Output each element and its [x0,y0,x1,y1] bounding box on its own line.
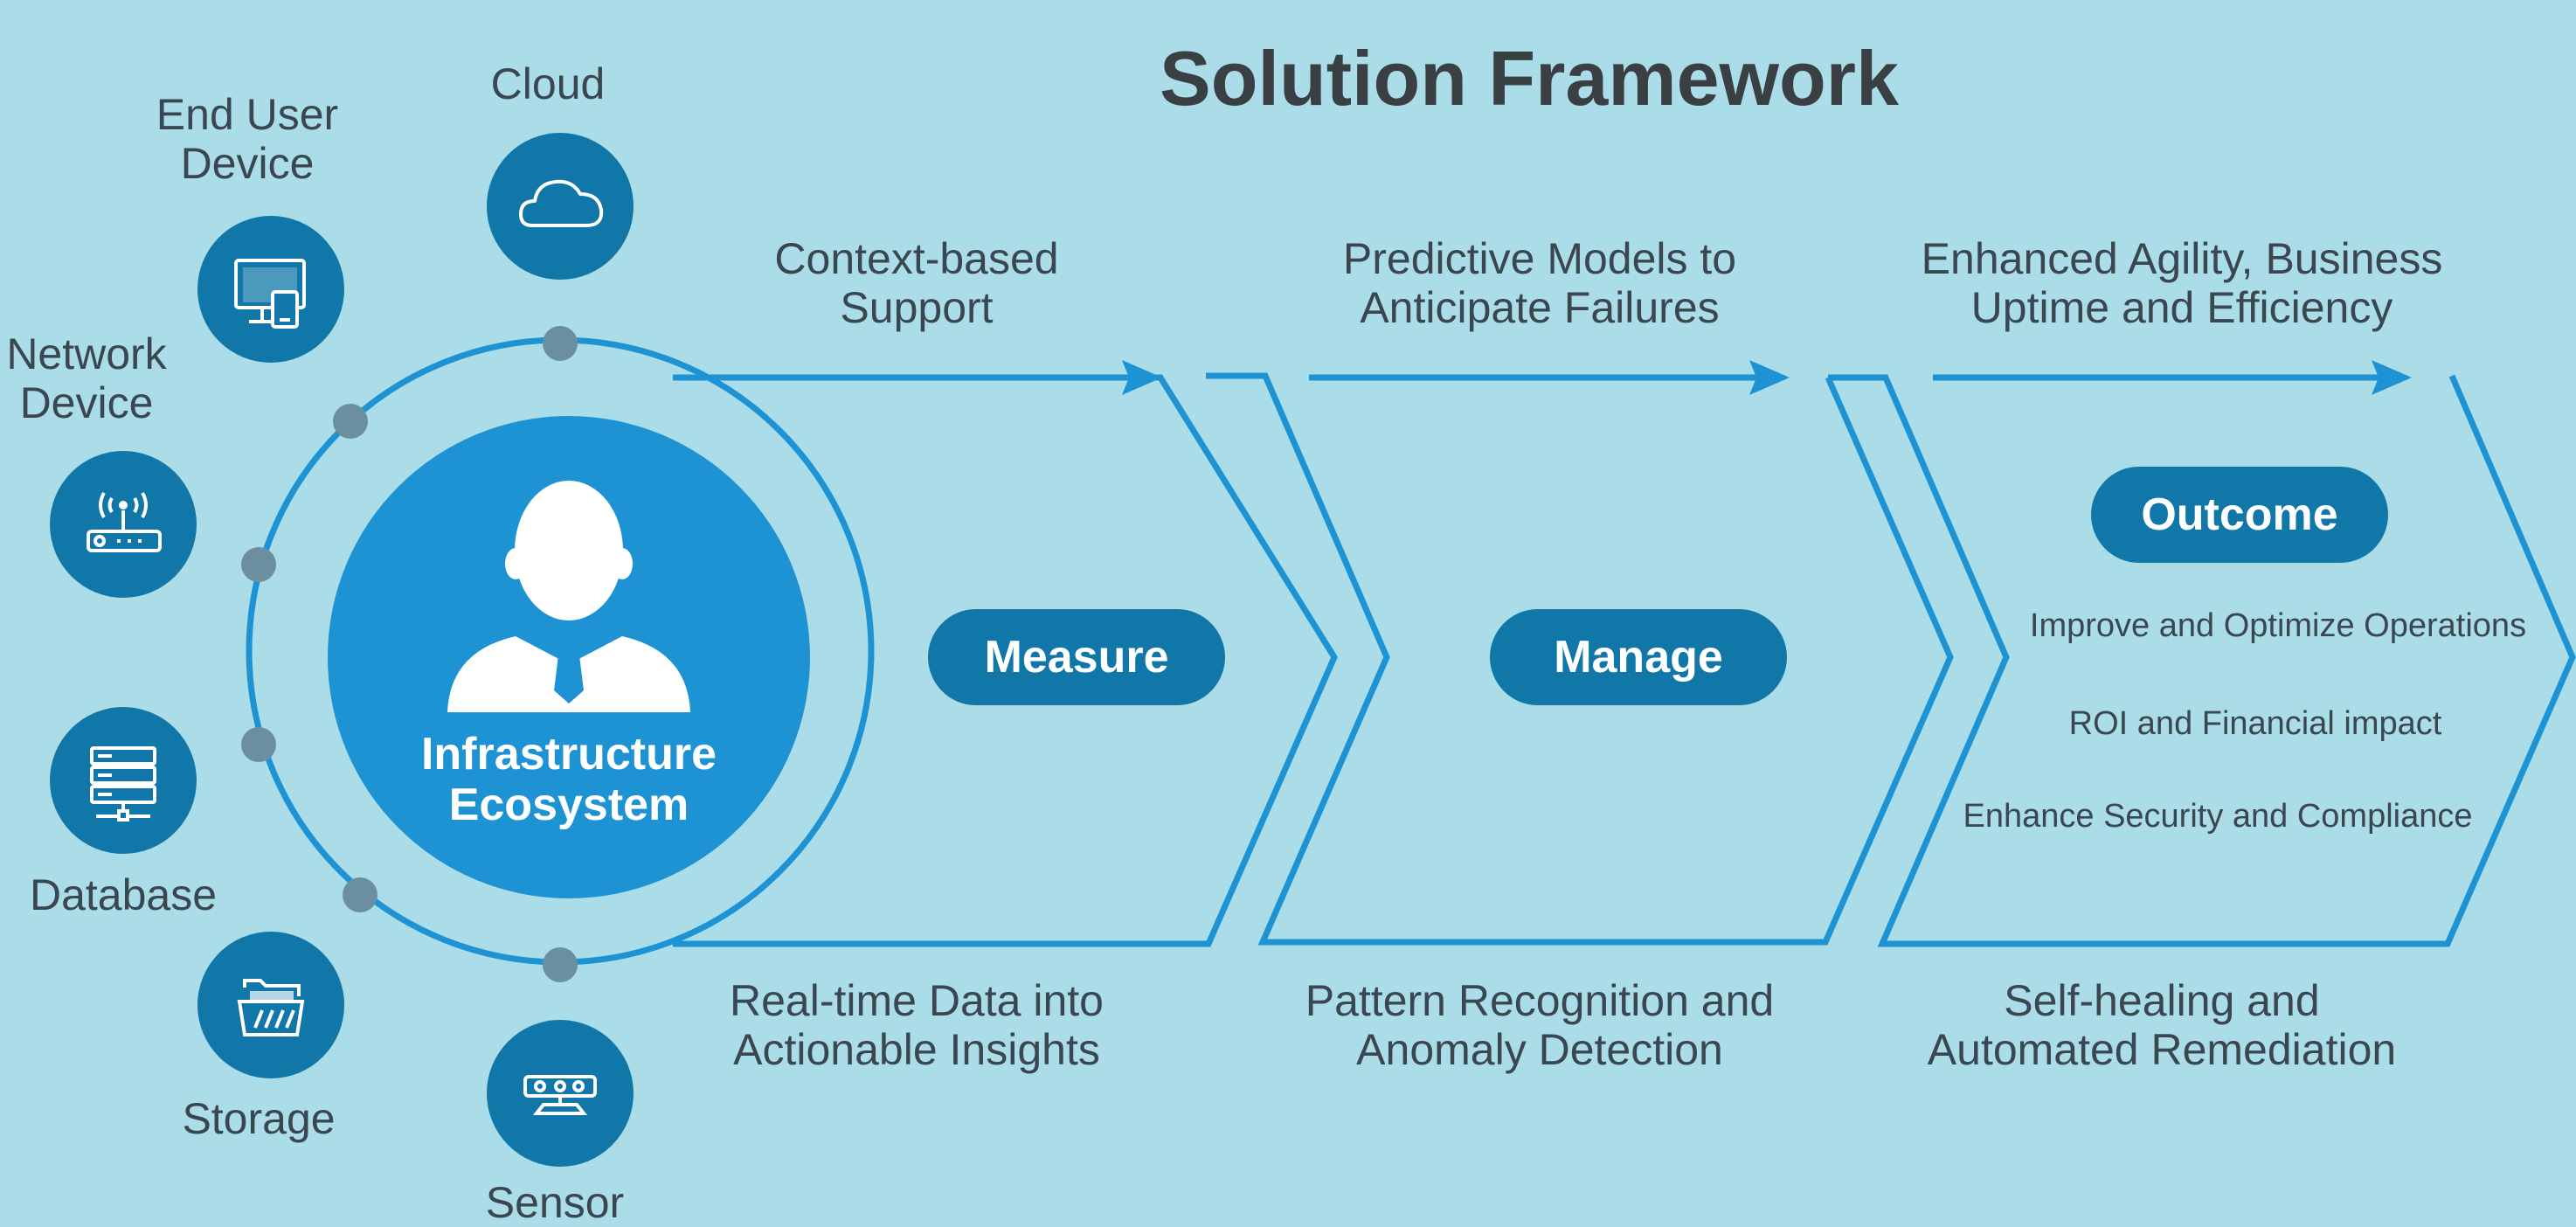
outcome-pill: Outcome [2091,467,2388,563]
database-icon [90,746,156,821]
stage-bottom-caption-measure: Real-time Data into Actionable Insights [730,976,1104,1074]
source-label-sensor: Sensor [485,1178,625,1227]
orbit-dot [241,727,276,762]
folder-icon [237,979,305,1036]
chevron-outcome [1828,374,2576,947]
chevron-manage [1206,372,1954,946]
page-title: Solution Framework [1160,35,1899,121]
stage-top-caption-outcome: Enhanced Agility, Business Uptime and Ef… [1921,234,2443,332]
manage-pill: Manage [1490,609,1787,705]
center-label: Infrastructure Ecosystem [420,729,717,830]
orbit-dot [343,877,377,912]
devices-icon [234,259,306,329]
outcome-item: Improve and Optimize Operations [2029,607,2527,644]
devices-circle [197,216,344,363]
stage-bottom-caption-outcome: Self-healing and Automated Remediation [1927,976,2397,1074]
cloud-icon [519,179,604,227]
user-icon [447,481,690,712]
orbit-dot [543,947,578,982]
outcome-item: ROI and Financial impact [2068,705,2442,742]
stage-top-caption-measure: Context-based Support [774,234,1059,332]
sensor-icon [523,1075,597,1115]
measure-pill: Measure [928,609,1225,705]
source-label-storage: Storage [182,1094,336,1143]
orbit-dot [333,404,368,439]
sensor-circle [487,1020,634,1167]
database-circle [50,707,197,854]
cloud-circle [487,133,634,280]
source-label-network-device: Network Device [6,329,167,427]
arrow-measure [708,360,1162,395]
stage-top-caption-manage: Predictive Models to Anticipate Failures [1342,234,1737,332]
orbit-dot [241,547,276,582]
arrow-outcome [1933,360,2412,395]
folder-circle [197,932,344,1078]
router-icon [87,492,162,552]
orbit-dot [543,326,578,361]
source-label-end-user-device: End User Device [156,90,339,188]
orbit-dots [241,326,578,982]
source-circles [50,133,634,1167]
stage-bottom-caption-manage: Pattern Recognition and Anomaly Detectio… [1305,976,1775,1074]
source-label-cloud: Cloud [490,59,606,108]
arrow-manage [1309,360,1790,395]
source-label-database: Database [29,870,218,919]
outcome-item: Enhance Security and Compliance [1963,798,2473,835]
